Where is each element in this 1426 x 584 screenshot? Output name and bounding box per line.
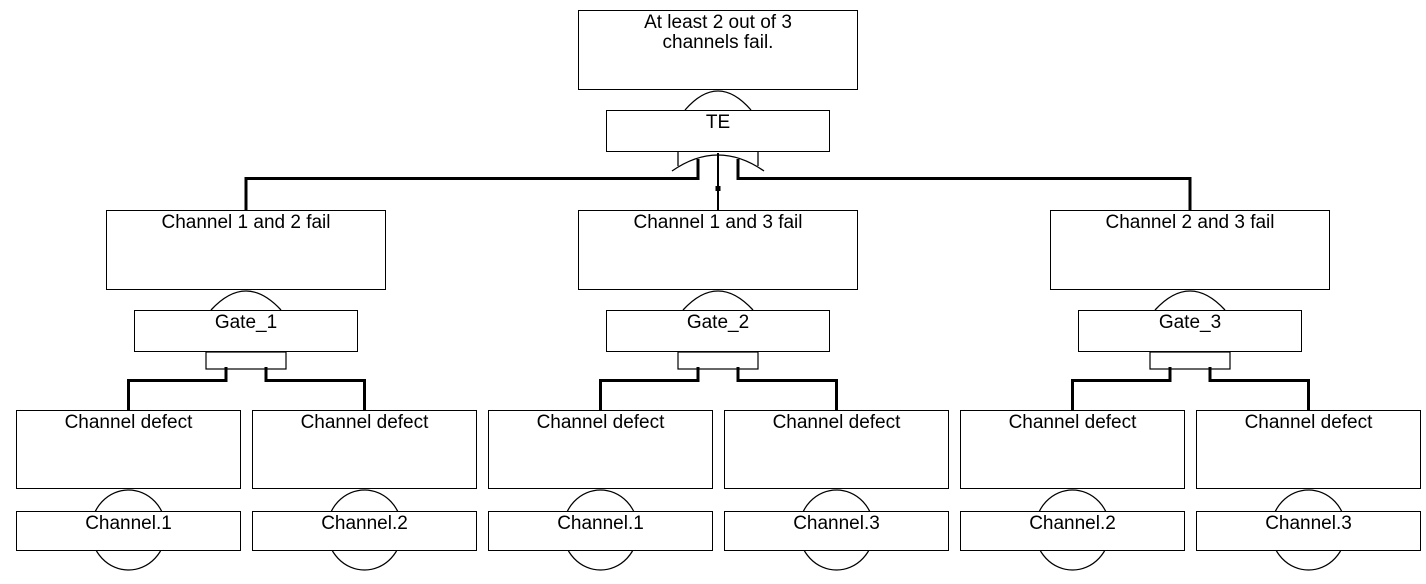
intermediate-event-box-2: Channel 1 and 3 fail	[578, 210, 858, 290]
top-event-label-line2: channels fail.	[662, 32, 774, 53]
intermediate-event-label: Channel 2 and 3 fail	[1105, 212, 1275, 233]
connector-te-right	[736, 159, 1192, 210]
channel-defect-label: Channel defect	[772, 412, 901, 433]
intermediate-event-box-1: Channel 1 and 2 fail	[106, 210, 386, 290]
channel-defect-label: Channel defect	[1008, 412, 1137, 433]
basic-event-box: Channel.1	[16, 511, 241, 551]
connector-junction-tick	[715, 186, 721, 191]
channel-defect-label: Channel defect	[536, 412, 665, 433]
gate-arc	[684, 90, 752, 111]
channel-defect-box: Channel defect	[252, 410, 477, 489]
gate-arc	[682, 290, 754, 311]
basic-event-label: Channel.3	[793, 513, 880, 534]
gate-label: Gate_3	[1158, 312, 1222, 333]
basic-event-box: Channel.3	[1196, 511, 1421, 551]
basic-event-box: Channel.3	[724, 511, 949, 551]
and-gate-symbol	[677, 351, 759, 370]
connector-gate3-child1	[1071, 367, 1172, 410]
connector-gate1-child2	[264, 367, 366, 410]
gate-arc	[210, 290, 282, 311]
channel-defect-box: Channel defect	[16, 410, 241, 489]
channel-defect-box: Channel defect	[724, 410, 949, 489]
basic-event-label: Channel.1	[85, 513, 172, 534]
gate-box-2: Gate_2	[606, 310, 830, 352]
and-gate-symbol	[1149, 351, 1231, 370]
channel-defect-label: Channel defect	[64, 412, 193, 433]
gate-label: Gate_1	[214, 312, 278, 333]
te-gate-label: TE	[705, 112, 731, 133]
basic-event-box: Channel.2	[252, 511, 477, 551]
basic-event-label: Channel.1	[557, 513, 644, 534]
gate-label: Gate_2	[686, 312, 750, 333]
basic-event-label: Channel.2	[321, 513, 408, 534]
top-event-label-line1: At least 2 out of 3	[644, 12, 792, 33]
te-gate-box: TE	[606, 110, 830, 152]
connector-te-left	[244, 159, 700, 210]
channel-defect-label: Channel defect	[1244, 412, 1373, 433]
basic-event-box: Channel.1	[488, 511, 713, 551]
connector-gate2-child1	[599, 367, 700, 410]
channel-defect-label: Channel defect	[300, 412, 429, 433]
basic-event-label: Channel.3	[1265, 513, 1352, 534]
connector-gate3-child2	[1208, 367, 1310, 410]
and-gate-symbol	[205, 351, 287, 370]
channel-defect-box: Channel defect	[1196, 410, 1421, 489]
connector-gate2-child2	[736, 367, 838, 410]
intermediate-event-label: Channel 1 and 3 fail	[633, 212, 803, 233]
top-event-box: At least 2 out of 3 channels fail.	[578, 10, 858, 90]
basic-event-box: Channel.2	[960, 511, 1185, 551]
channel-defect-box: Channel defect	[960, 410, 1185, 489]
basic-event-label: Channel.2	[1029, 513, 1116, 534]
intermediate-event-label: Channel 1 and 2 fail	[161, 212, 331, 233]
gate-box-3: Gate_3	[1078, 310, 1302, 352]
connector-gate1-child1	[127, 367, 228, 410]
channel-defect-box: Channel defect	[488, 410, 713, 489]
gate-arc	[1154, 290, 1226, 311]
gate-box-1: Gate_1	[134, 310, 358, 352]
intermediate-event-box-3: Channel 2 and 3 fail	[1050, 210, 1330, 290]
